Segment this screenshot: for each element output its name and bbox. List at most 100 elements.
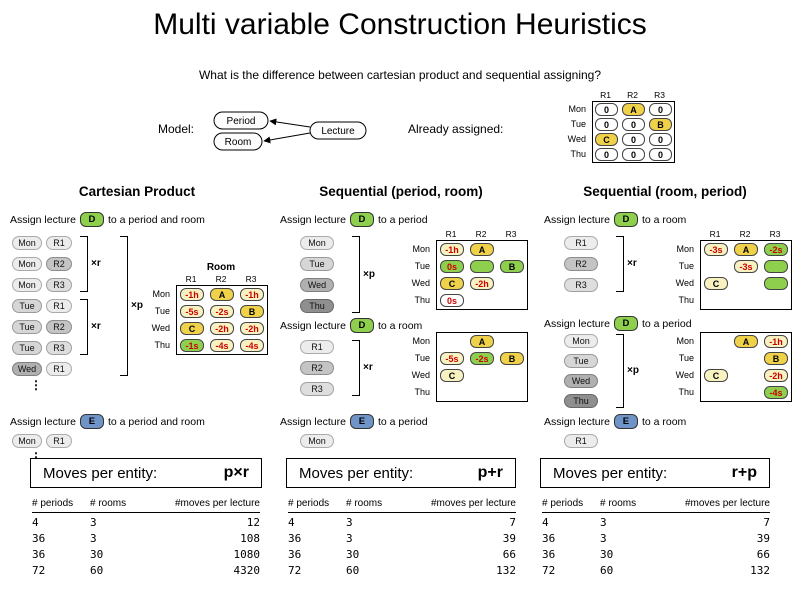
bracket-label: ×r (91, 258, 101, 269)
table-cell: B (761, 350, 791, 367)
option-pill-tue: Tue (564, 354, 598, 368)
cell-assigned: B (649, 118, 672, 131)
table-cell: 0 (593, 147, 620, 162)
stats-header-rooms: # rooms (346, 498, 383, 509)
bracket (80, 299, 88, 355)
assign-prefix: Assign lecture (10, 213, 76, 226)
table-cell (761, 275, 791, 292)
table-row: C (437, 367, 527, 384)
stats-header-periods: # periods (32, 498, 74, 509)
row-label-wed: Wed (411, 369, 430, 380)
subtitle: What is the difference between cartesian… (198, 68, 602, 82)
cell-eval: -2h (470, 277, 494, 290)
option-pill-r1: R1 (46, 236, 72, 250)
table-cell: A (731, 241, 761, 258)
assign-prefix: Assign lecture (280, 213, 346, 226)
stat-moves: 132 (496, 564, 516, 577)
lecture-badge-e: E (349, 414, 374, 429)
already-assigned-label: Already assigned: (408, 122, 504, 136)
stat-moves: 66 (756, 548, 770, 561)
cell-assigned: C (595, 133, 618, 146)
table-cell: 0 (620, 147, 647, 162)
stat-periods: 36 (542, 532, 556, 545)
lecture-to-period-arrow (269, 118, 311, 128)
option-pill-r2: R2 (46, 257, 72, 271)
stat-rooms: 60 (346, 564, 360, 577)
bracket (352, 236, 360, 313)
bracket-label: ×p (627, 365, 639, 376)
row-label-mon: Mon (412, 335, 430, 346)
table-cell (497, 292, 527, 309)
cell-eval: -2h (764, 369, 788, 382)
table-cell: -1h (177, 286, 207, 303)
cell-eval: -2h (240, 322, 264, 335)
lecture-badge-d: D (613, 316, 638, 331)
assign-prefix: Assign lecture (280, 319, 346, 332)
cell-selected (764, 277, 788, 290)
model-room-text: Room (225, 137, 252, 148)
table-cell: -1h (437, 241, 467, 258)
bracket (616, 334, 624, 408)
stat-moves: 7 (509, 516, 516, 529)
column-header-r3: R3 (245, 274, 257, 284)
table-cell: -4s (237, 337, 267, 354)
table-cell: C (177, 320, 207, 337)
option-pill-r1: R1 (300, 340, 334, 354)
table-cell: -1s (177, 337, 207, 354)
row-label-thu: Thu (570, 148, 586, 159)
model-lecture-box (309, 121, 367, 140)
option-pill-r2: R2 (564, 257, 598, 271)
assign-suffix: to a period and room (107, 415, 205, 428)
option-pill-r1: R1 (564, 236, 598, 250)
stat-periods: 36 (542, 548, 556, 561)
assign-suffix: to a period (377, 415, 428, 428)
column-header-r1: R1 (185, 274, 197, 284)
cell-plain: 0 (595, 118, 618, 131)
table-cell: B (647, 117, 674, 132)
column-heading-sequential-period-room: Sequential (period, room) (319, 184, 483, 199)
lecture-to-room-arrow (263, 132, 311, 144)
bracket (80, 236, 88, 292)
table-cell (437, 384, 467, 401)
stat-rooms: 60 (90, 564, 104, 577)
table-cell: 0 (620, 132, 647, 147)
option-pill-r1: R1 (46, 434, 72, 448)
stat-moves: 7 (763, 516, 770, 529)
stats-header-rooms: # rooms (90, 498, 127, 509)
stats-header-row: # periods # rooms #moves per lecture (288, 498, 516, 513)
option-pill-thu: Thu (300, 299, 334, 313)
table-cell: 0s (437, 258, 467, 275)
option-pill-mon: Mon (12, 434, 42, 448)
table-cell (467, 258, 497, 275)
option-pill-wed: Wed (564, 374, 598, 388)
model-room-box (213, 132, 263, 151)
option-pill-mon: Mon (12, 278, 42, 292)
assign-prefix: Assign lecture (544, 317, 610, 330)
option-pill-r2: R2 (300, 361, 334, 375)
table-cell: A (467, 241, 497, 258)
row-label-wed: Wed (675, 369, 694, 380)
cell-plain: 0s (440, 294, 464, 307)
cell-assigned: A (622, 103, 645, 116)
table-row (701, 292, 791, 309)
assign-prefix: Assign lecture (280, 415, 346, 428)
stat-periods: 36 (32, 532, 46, 545)
table-cell: 0 (593, 117, 620, 132)
table-cell: C (701, 367, 731, 384)
